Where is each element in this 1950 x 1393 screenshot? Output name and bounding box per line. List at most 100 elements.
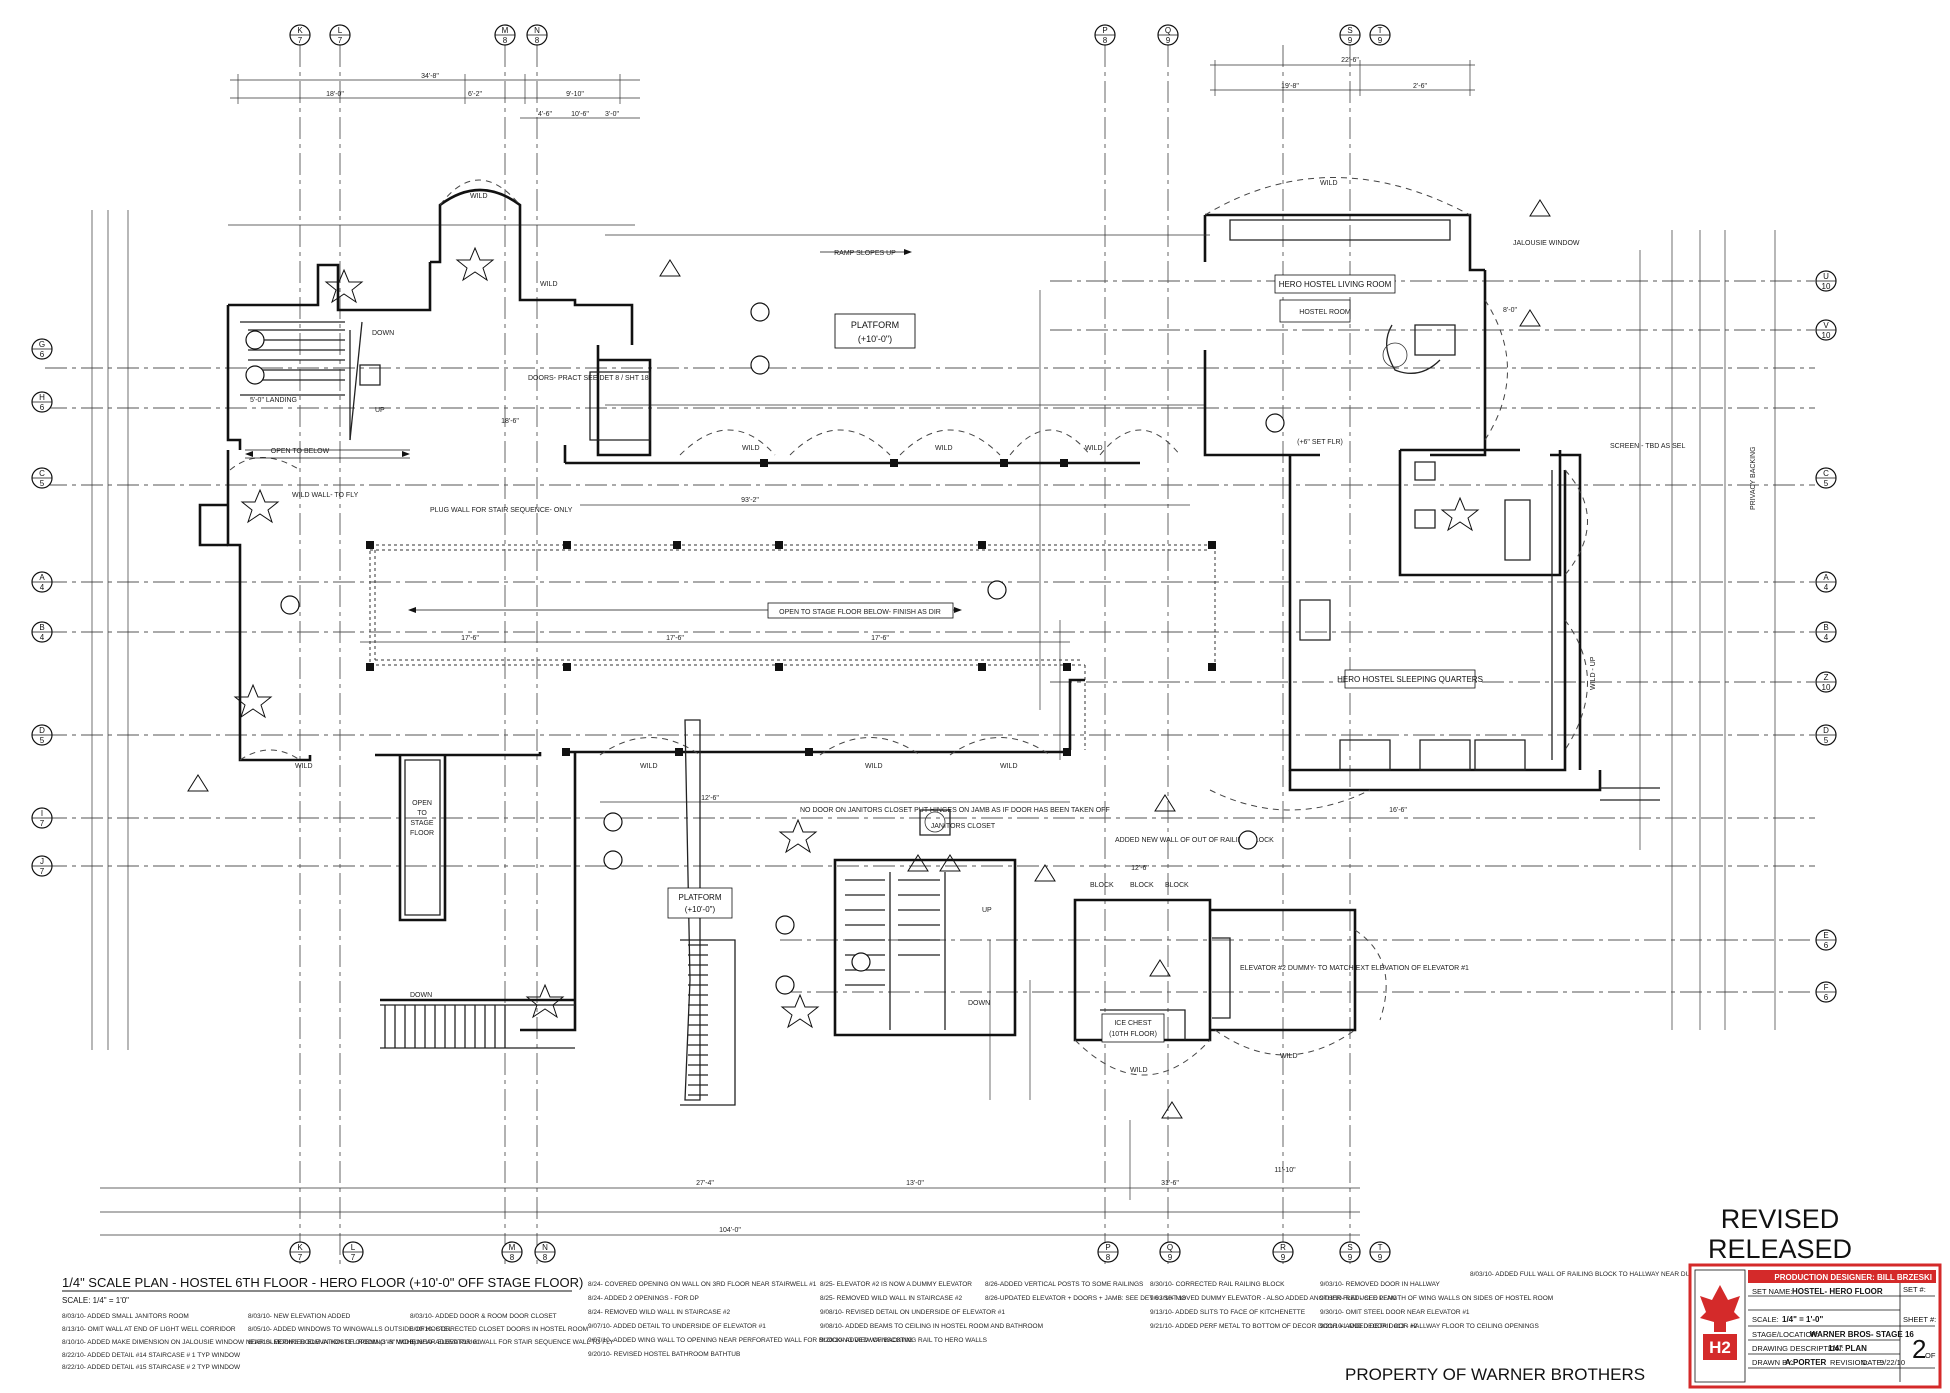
dim-text: 17'-6"	[871, 635, 889, 642]
grid-bubble-top: M8	[494, 24, 516, 46]
section-marker	[987, 580, 1007, 600]
ramp-label: RAMP SLOPES UP	[834, 250, 896, 257]
open-stage-floor-4: FLOOR	[410, 830, 434, 837]
drawing-title-block: 1/4" SCALE PLAN - HOSTEL 6TH FLOOR - HER…	[62, 1275, 583, 1305]
drawing-title: 1/4" SCALE PLAN - HOSTEL 6TH FLOOR - HER…	[62, 1275, 583, 1290]
open-to-stage-label: OPEN TO STAGE FLOOR BELOW- FINISH AS DIR	[779, 609, 941, 616]
living-room-label: HERO HOSTEL LIVING ROOM	[1279, 280, 1392, 289]
section-marker	[245, 365, 265, 385]
svg-text:V: V	[1823, 321, 1829, 330]
block-label-3: BLOCK	[1165, 882, 1189, 889]
sheet-number: 2	[1912, 1334, 1926, 1364]
open-to-below-label: OPEN TO BELOW	[271, 448, 330, 455]
privacy-label: PRIVACY BACKING	[1750, 446, 1757, 510]
landing-label: 5'-0" LANDING	[250, 397, 297, 404]
set-name-label: SET NAME:	[1752, 1287, 1792, 1296]
wild-label: WILD	[865, 763, 883, 770]
revision-triangle	[1161, 1101, 1183, 1119]
wild-label: WILD	[540, 281, 558, 288]
svg-text:10: 10	[1822, 282, 1831, 291]
revision-label: REVISION:	[1830, 1358, 1868, 1367]
open-stage-floor-1: OPEN	[412, 800, 432, 807]
dimension-strings	[91, 60, 1776, 1236]
grid-bubble-bottom: K7	[289, 1241, 311, 1263]
wild-label: WILD	[1000, 763, 1018, 770]
section-marker	[245, 330, 265, 350]
svg-text:S: S	[1347, 1243, 1352, 1252]
svg-text:P: P	[1102, 26, 1107, 35]
grid-bubble-top: P8	[1094, 24, 1116, 46]
set-name-value: HOSTEL- HERO FLOOR	[1792, 1287, 1883, 1296]
designer-text: PRODUCTION DESIGNER: BILL BRZESKI	[1774, 1273, 1932, 1282]
svg-text:6: 6	[40, 403, 45, 412]
logo-text: H2	[1709, 1338, 1731, 1357]
detail-star	[780, 993, 820, 1029]
dim-text: 2'-6"	[1413, 83, 1427, 90]
svg-text:4: 4	[40, 583, 45, 592]
grid-bubble-top: Q9	[1157, 24, 1179, 46]
wild-label: WILD	[935, 445, 953, 452]
svg-text:8: 8	[543, 1253, 548, 1262]
detail-star	[778, 818, 818, 854]
svg-text:4: 4	[1824, 583, 1829, 592]
svg-text:7: 7	[351, 1253, 356, 1262]
svg-text:Q: Q	[1167, 1243, 1173, 1252]
block-label-2: BLOCK	[1130, 882, 1154, 889]
wild-label: WILD	[470, 193, 488, 200]
grid-bubble-bottom: T9	[1369, 1241, 1391, 1263]
up-label-center: UP	[982, 907, 992, 914]
grid-bubble-left: B4	[31, 621, 53, 643]
detail-star	[240, 488, 280, 524]
section-marker	[603, 850, 623, 870]
wild-label: WILD	[640, 763, 658, 770]
svg-text:8: 8	[1103, 36, 1108, 45]
dim-text: 17'-6"	[461, 635, 479, 642]
svg-text:7: 7	[338, 36, 343, 45]
dim-text: 22'-6"	[1341, 57, 1359, 64]
revision-note: 8/05/10- ADDED WINDOWS TO WINGWALLS OUTS…	[248, 1326, 452, 1333]
building-walls	[198, 188, 1660, 1049]
grid-bubble-right: V10	[1815, 319, 1837, 341]
svg-text:F: F	[1824, 983, 1829, 992]
grid-bubble-left: J7	[31, 855, 53, 877]
section-marker	[750, 355, 770, 375]
revision-note: 8/16/10- MODIFIED ELEVATION OF OPENING I…	[248, 1339, 480, 1346]
scale-label: SCALE:	[1752, 1315, 1779, 1324]
wild-labels: WILD WILD WILD WILD WILD WILD WILD WILD …	[295, 180, 1338, 1074]
grid-bubble-right: F6	[1815, 981, 1837, 1003]
svg-text:D: D	[1823, 726, 1829, 735]
platform-bottom-box	[667, 887, 733, 919]
set-number-label: SET #:	[1903, 1285, 1926, 1294]
plug-wall-label: PLUG WALL FOR STAIR SEQUENCE- ONLY	[430, 507, 573, 514]
svg-text:M: M	[502, 26, 509, 35]
revision-note: 9/08/10- ADDED BEAMS TO CEILING IN HOSTE…	[820, 1323, 1043, 1330]
dim-text: 104'-0"	[719, 1227, 741, 1234]
svg-text:5: 5	[1824, 736, 1829, 745]
room-labels: PLATFORM (+10'-0") PLATFORM (+10'-0") HE…	[250, 240, 1757, 1043]
revision-note: 8/22/10- ADDED DETAIL #14 STAIRCASE # 1 …	[62, 1352, 241, 1359]
drawn-by-value: A.PORTER	[1785, 1358, 1827, 1367]
wild-label: WILD	[1280, 1053, 1298, 1060]
revision-note: 8/16/10- ADDED PLUG WALL FOR STAIR SEQUE…	[410, 1339, 614, 1346]
svg-text:7: 7	[298, 1253, 303, 1262]
revision-note: 8/25- REMOVED WILD WALL IN STAIRCASE #2	[820, 1295, 962, 1302]
svg-text:9: 9	[1348, 1253, 1353, 1262]
revision-note: 9/20/10- ADDED WAINSCOTING RAIL TO HERO …	[820, 1337, 988, 1344]
svg-text:8: 8	[1106, 1253, 1111, 1262]
set-floor-label: (+6" SET FLR)	[1297, 439, 1343, 446]
hostel-room-label: HOSTEL ROOM	[1299, 309, 1351, 316]
revision-note: 8/26-ADDED VERTICAL POSTS TO SOME RAILIN…	[985, 1281, 1144, 1288]
revision-note: 9/03/10- REMOVED DOOR IN HALLWAY	[1320, 1281, 1440, 1288]
dim-text: 31'-6"	[1161, 1180, 1179, 1187]
revision-note: 8/10/10- CORRECTED CLOSET DOORS IN HOSTE…	[410, 1326, 588, 1333]
dimension-texts: 34'-8" 18'-0" 6'-2" 9'-10" 22'-6" 19'-8"…	[326, 57, 1517, 1234]
svg-text:9: 9	[1166, 36, 1171, 45]
screen-label: SCREEN - TBD AS SEL	[1610, 443, 1685, 450]
svg-text:U: U	[1823, 272, 1829, 281]
grid-bubbles-right: U10 V10 C5 A4 B4 Z10 D5 E6 F6	[1815, 270, 1837, 1003]
date-value: 9/22/10	[1880, 1358, 1905, 1367]
svg-text:9: 9	[1378, 1253, 1383, 1262]
grid-bubble-bottom: P8	[1097, 1241, 1119, 1263]
dim-text: 11'-10"	[1274, 1167, 1296, 1174]
